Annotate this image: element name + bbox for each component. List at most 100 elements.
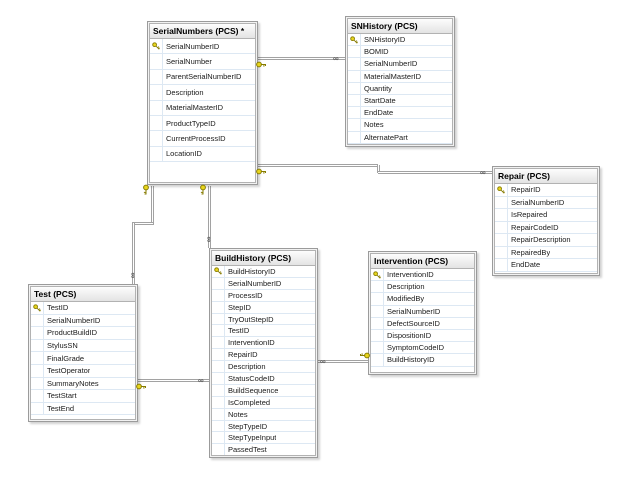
field-row[interactable]: InterventionID [371,269,474,282]
relationship-line-serialnumbers-buildhistory[interactable] [208,186,211,248]
field-row[interactable]: RepairDescription [495,234,597,247]
field-row[interactable]: Description [150,85,255,101]
field-row[interactable]: StepTypeInput [212,432,315,445]
relationship-line-serialnumbers-test[interactable] [132,222,153,225]
relationship-line-serialnumbers-test[interactable] [132,223,135,284]
field-row[interactable]: SerialNumberID [348,58,452,71]
field-row[interactable]: BuildHistoryID [212,266,315,278]
table-title[interactable]: Intervention (PCS) [371,254,474,269]
field-gutter [371,293,384,305]
table-title[interactable]: SerialNumbers (PCS) * [150,24,255,39]
field-name: ProductTypeID [166,118,216,128]
field-row[interactable]: SerialNumberID [371,305,474,318]
field-name: MaterialMasterID [166,103,224,113]
field-gutter [348,107,361,119]
field-row[interactable]: StepID [212,301,315,314]
field-row[interactable]: Quantity [348,82,452,95]
field-row[interactable]: FinalGrade [31,352,135,365]
relationship-line-serialnumbers-repair[interactable] [378,171,492,174]
field-row[interactable]: StartDate [348,94,452,108]
field-row[interactable]: Notes [348,119,452,132]
field-row[interactable]: ParentSerialNumberID [150,69,255,86]
field-row[interactable]: IsCompleted [212,396,315,409]
field-row[interactable]: EndDate [495,259,597,272]
table-title[interactable]: BuildHistory (PCS) [212,251,315,266]
field-row[interactable]: ProcessID [212,289,315,302]
field-row[interactable]: RepairID [495,184,597,197]
field-row[interactable]: ModifiedBy [371,293,474,306]
field-row[interactable]: EndDate [348,107,452,120]
field-row[interactable]: PassedTest [212,444,315,455]
field-row[interactable]: LocationID [150,146,255,163]
relationship-line-serialnumbers-snhistory[interactable] [258,57,345,60]
field-name: TestEnd [47,404,75,414]
field-row[interactable]: AlternatePart [348,131,452,144]
relationship-line-serialnumbers-repair[interactable] [377,165,380,173]
primary-key-icon [348,34,361,46]
table-title[interactable]: Test (PCS) [31,287,135,302]
field-row[interactable]: IsRepaired [495,209,597,222]
field-row[interactable]: MaterialMasterID [348,70,452,83]
field-row[interactable]: Description [212,361,315,374]
field-row[interactable]: DefectSourceID [371,317,474,330]
many-end-infinity-icon: ∞ [320,357,326,366]
one-end-key-icon [136,377,147,389]
field-row[interactable]: StepTypeID [212,420,315,433]
field-row[interactable]: ProductBuildID [31,327,135,340]
field-row[interactable]: SerialNumberID [212,277,315,290]
field-row[interactable]: Notes [212,408,315,421]
table-title[interactable]: SNHistory (PCS) [348,19,452,34]
field-row[interactable]: CurrentProcessID [150,131,255,147]
field-name: SerialNumberID [364,59,418,69]
field-row[interactable]: DispositionID [371,329,474,343]
field-row[interactable]: RepairCodeID [495,221,597,234]
field-gutter [212,313,225,325]
field-row[interactable]: TryOutStepID [212,313,315,326]
field-row[interactable]: TestOperator [31,364,135,378]
field-row[interactable]: StatusCodeID [212,373,315,385]
field-row[interactable]: SerialNumberID [495,196,597,209]
many-end-infinity-icon: ∞ [204,236,214,243]
field-gutter [150,69,163,85]
field-row[interactable]: BuildSequence [212,384,315,397]
field-row[interactable]: InterventionID [212,337,315,350]
field-row[interactable]: SymptomCodeID [371,342,474,355]
field-row[interactable]: TestID [212,325,315,338]
field-gutter [212,337,225,349]
field-row[interactable]: StylusSN [31,339,135,353]
field-row[interactable]: TestEnd [31,402,135,416]
field-gutter [495,221,508,233]
field-row[interactable]: RepairedBy [495,246,597,259]
field-row[interactable]: SNHistoryID [348,34,452,47]
table-title[interactable]: Repair (PCS) [495,169,597,184]
field-name: PassedTest [228,445,267,455]
field-row[interactable]: TestStart [31,390,135,403]
field-row[interactable]: SerialNumberID [31,314,135,328]
field-row[interactable]: SummaryNotes [31,377,135,391]
field-gutter [371,329,384,342]
field-row[interactable]: SerialNumberID [150,39,255,55]
field-gutter [495,246,508,258]
field-row[interactable]: ProductTypeID [150,115,255,132]
field-row[interactable]: BuildHistoryID [371,354,474,367]
field-row[interactable]: RepairID [212,349,315,362]
field-row[interactable]: MaterialMasterID [150,100,255,116]
field-row[interactable]: BOMID [348,46,452,59]
field-gutter [150,54,163,69]
relationship-line-intervention-buildhistory[interactable] [318,360,368,363]
field-row[interactable]: Description [371,281,474,294]
relationship-line-test-buildhistory[interactable] [138,379,209,382]
field-row[interactable]: TestID [31,302,135,315]
relationship-line-serialnumbers-repair[interactable] [258,164,378,167]
relationship-line-serialnumbers-test[interactable] [151,186,154,225]
field-row[interactable]: SerialNumber [150,54,255,70]
